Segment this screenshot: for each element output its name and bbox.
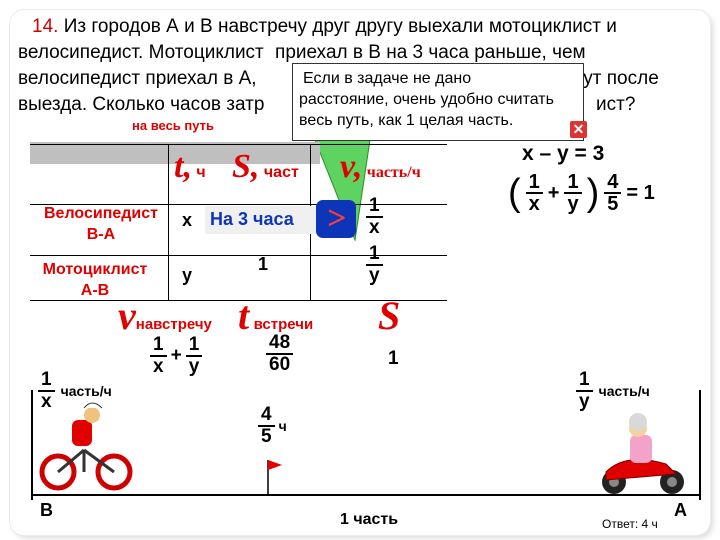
- callout-text-1: Если в задаче не дано: [303, 70, 472, 87]
- problem-line-1: Из городов А и В навстречу друг другу вы…: [63, 16, 617, 37]
- header-distance: S, част: [232, 148, 299, 185]
- cell-cyclist-time: x: [182, 210, 193, 230]
- point-b: В: [40, 500, 53, 520]
- tooltip-callout: Если в задаче не дано расстояние, очень …: [292, 63, 584, 141]
- slide: 14. Из городов А и В навстречу друг друг…: [10, 10, 710, 535]
- close-icon[interactable]: ✕: [570, 121, 587, 138]
- callout-text-3: весь путь, как 1 целая часть.: [299, 112, 514, 129]
- t-meeting-label: t встречи: [238, 293, 314, 338]
- header-time: t, ч: [174, 148, 206, 185]
- answer-label: Ответ: 4 ч: [602, 517, 658, 531]
- header-speed: v, часть/ч: [340, 148, 421, 185]
- equation-1: x – y = 3: [522, 142, 605, 165]
- callout-text-2: расстояние, очень удобно считать: [299, 91, 554, 108]
- one-part-label: 1 часть: [340, 511, 399, 528]
- s-label: S: [378, 293, 401, 338]
- problem-line-3a: велосипедист приехал в А,: [18, 68, 257, 89]
- point-a: А: [674, 500, 687, 520]
- problem-line-2b: приехал в В на 3 часа раньше, чем: [275, 42, 586, 63]
- problem-line-4a: выезда. Сколько часов затр: [18, 94, 265, 115]
- distance-one: 1: [388, 348, 399, 369]
- na-3-chasa-box: [205, 206, 325, 234]
- row-label-motorcyclist: Мотоциклист А-В: [42, 261, 148, 299]
- cyclist-icon: [39, 402, 133, 491]
- cell-moto-distance: 1: [258, 254, 269, 274]
- problem-line-4b: ист?: [596, 94, 636, 115]
- road-scene: [31, 390, 701, 500]
- greater-sign-box: >: [316, 200, 356, 238]
- motorcyclist-icon: [602, 413, 684, 494]
- table-header-band: [30, 142, 320, 164]
- row-label-cyclist: Велосипедист В-А: [44, 205, 158, 243]
- problem-line-2a: велосипедист. Мотоциклист: [18, 42, 264, 63]
- cell-moto-time: y: [182, 265, 193, 285]
- problem-number: 14.: [32, 16, 59, 37]
- flag-icon: [267, 460, 282, 495]
- v-approach-label: vнавстречу: [118, 293, 212, 338]
- whole-path-label: на весь путь: [132, 118, 215, 133]
- na-3-chasa-label: На 3 часа: [210, 209, 294, 229]
